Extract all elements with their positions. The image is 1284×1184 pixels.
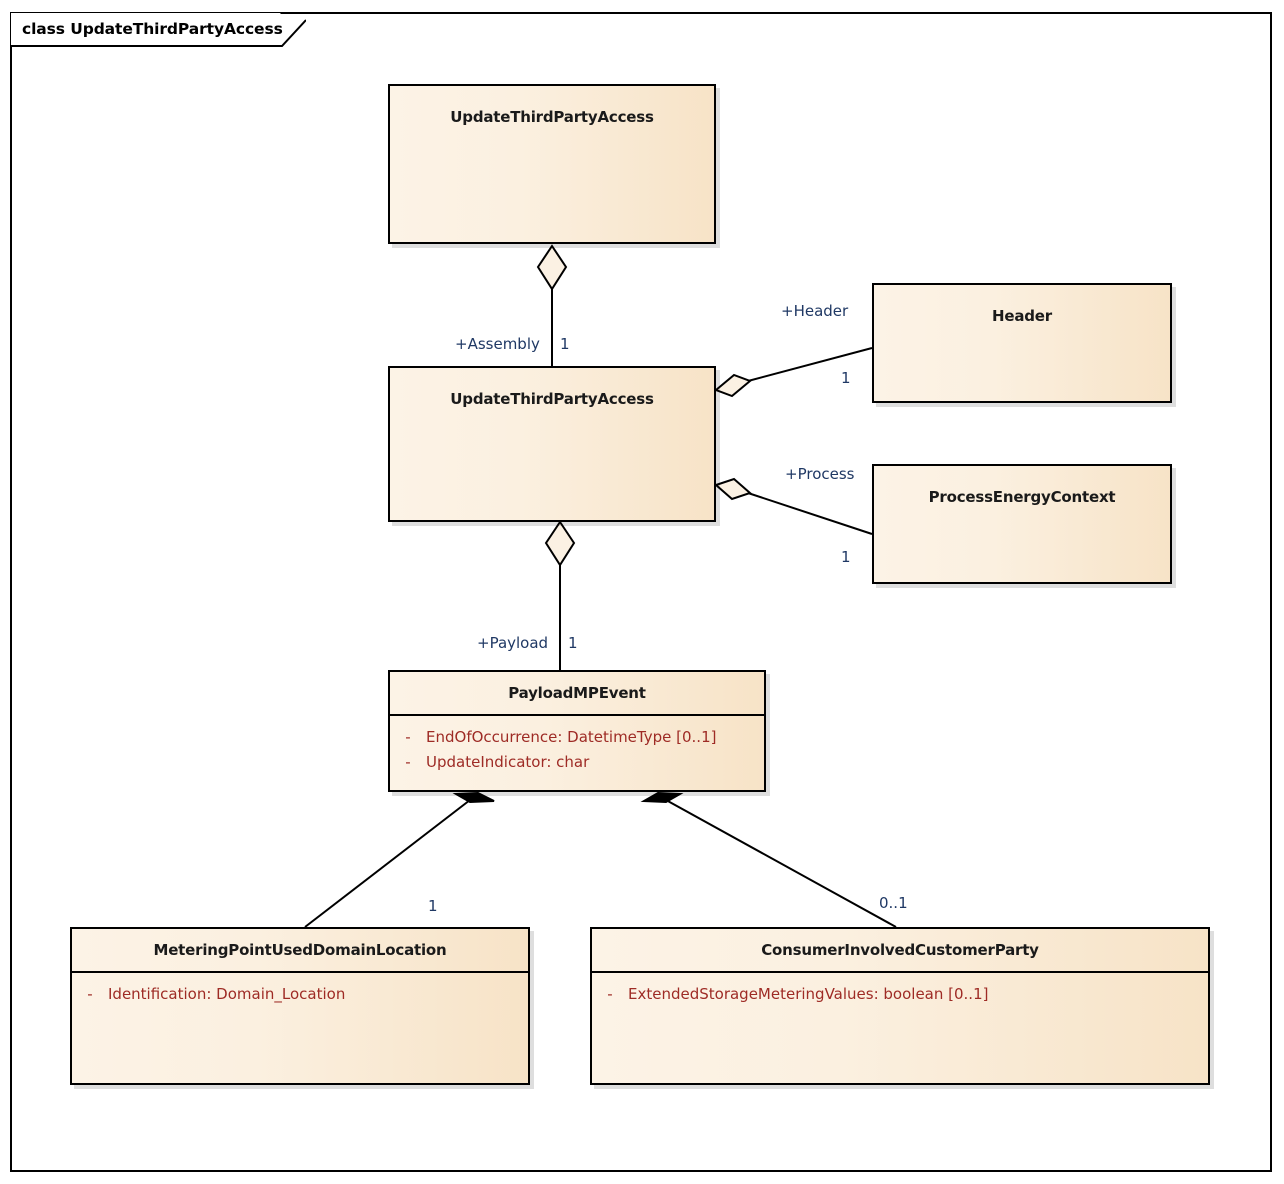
frame-title: class UpdateThirdPartyAccess [22,20,283,38]
edge-label-process-multiplicity: 1 [841,548,851,566]
class-consumerinvolvedcustomerparty[interactable]: ConsumerInvolvedCustomerParty - Extended… [590,927,1210,1085]
class-title: MeteringPointUsedDomainLocation [153,941,447,959]
attribute-compartment: - ExtendedStorageMeteringValues: boolean… [592,973,1208,1007]
visibility-marker: - [607,985,613,1003]
class-title: UpdateThirdPartyAccess [450,108,654,126]
class-updatethirdpartyaccess-message[interactable]: UpdateThirdPartyAccess [388,366,716,522]
edge-label-header-role: +Header [781,302,849,320]
edge-label-header-multiplicity: 1 [841,369,851,387]
class-title-bar: PayloadMPEvent [390,672,764,716]
attribute-row: - Identification: Domain_Location [72,982,528,1007]
edge-label-assembly-role: +Assembly [455,335,540,353]
class-title: PayloadMPEvent [508,684,646,702]
visibility-marker: - [87,985,93,1003]
attribute-text: UpdateIndicator: char [426,753,590,771]
edge-label-payload-multiplicity: 1 [568,634,578,652]
class-updatethirdpartyaccess-assembly[interactable]: UpdateThirdPartyAccess [388,84,716,244]
visibility-marker: - [405,728,411,746]
class-title: Header [992,307,1052,325]
attribute-compartment: - Identification: Domain_Location [72,973,528,1007]
class-payloadmpevent[interactable]: PayloadMPEvent - EndOfOccurrence: Dateti… [388,670,766,792]
attribute-row: - EndOfOccurrence: DatetimeType [0..1] [390,725,764,750]
class-processenergycontext[interactable]: ProcessEnergyContext [872,464,1172,584]
attribute-compartment: - EndOfOccurrence: DatetimeType [0..1] -… [390,716,764,775]
edge-label-process-role: +Process [785,465,855,483]
edge-label-metering-multiplicity: 1 [428,897,438,915]
edge-label-assembly-multiplicity: 1 [560,335,570,353]
attribute-row: - ExtendedStorageMeteringValues: boolean… [592,982,1208,1007]
attribute-text: Identification: Domain_Location [108,985,346,1003]
edge-label-payload-role: +Payload [477,634,549,652]
diagram-frame [10,12,1272,1172]
class-title: UpdateThirdPartyAccess [450,390,654,408]
class-title: ProcessEnergyContext [928,488,1116,506]
class-title-bar: ConsumerInvolvedCustomerParty [592,929,1208,973]
attribute-row: - UpdateIndicator: char [390,750,764,775]
class-title-bar: MeteringPointUsedDomainLocation [72,929,528,973]
class-header[interactable]: Header [872,283,1172,403]
visibility-marker: - [405,753,411,771]
class-meteringpointuseddomainlocation[interactable]: MeteringPointUsedDomainLocation - Identi… [70,927,530,1085]
attribute-text: EndOfOccurrence: DatetimeType [0..1] [426,728,717,746]
class-title: ConsumerInvolvedCustomerParty [761,941,1039,959]
edge-label-consumer-multiplicity: 0..1 [879,894,908,912]
attribute-text: ExtendedStorageMeteringValues: boolean [… [628,985,989,1003]
